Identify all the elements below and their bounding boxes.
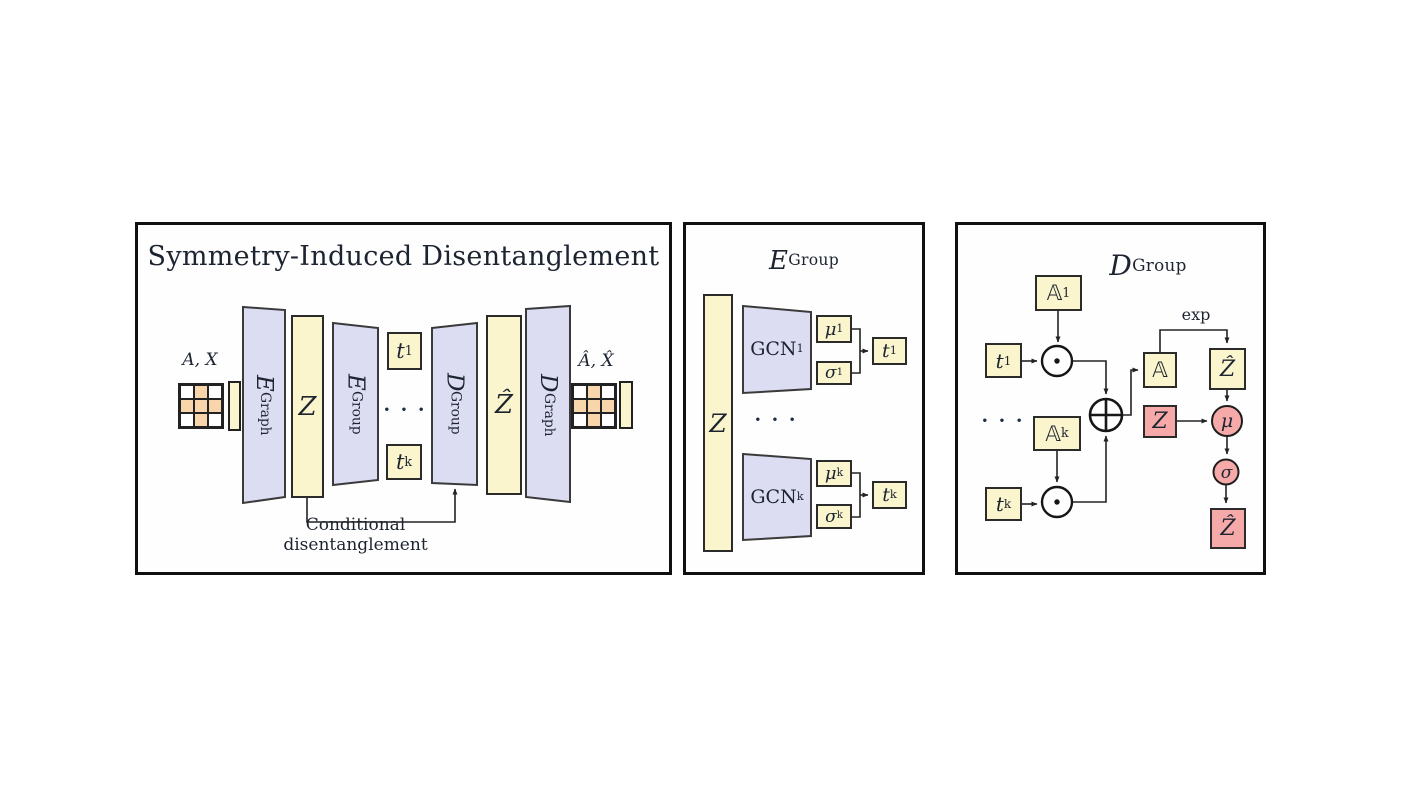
- odot1-to-oplus-arrow: [1072, 360, 1109, 395]
- grid-cell: [208, 385, 222, 399]
- odot2-center-dot: [1054, 499, 1060, 505]
- grid-cell: [587, 399, 601, 413]
- muk-sigmak-merge-line: [852, 472, 861, 518]
- sigma-node-circle: [1212, 458, 1240, 486]
- grid-cell: [573, 399, 587, 413]
- mu-node-label: μ: [1220, 410, 1234, 432]
- ellipsis-architecture: · · ·: [383, 399, 427, 421]
- decoder-z-box: Z: [1143, 405, 1177, 438]
- odot2-to-oplus-arrow: [1072, 435, 1109, 503]
- grid-cell: [208, 413, 222, 427]
- grid-cell: [194, 413, 208, 427]
- grid-cell: [180, 399, 194, 413]
- input-feature-bar: [228, 381, 241, 431]
- conditional-disentanglement-caption: Conditional disentanglement: [283, 515, 428, 555]
- grid-cell: [208, 399, 222, 413]
- gcnk-block-shape: [742, 452, 812, 542]
- architecture-drawing: [242, 304, 571, 523]
- decoder-zhat-top-box: Ẑ: [1209, 348, 1246, 390]
- conditional-disentanglement-arrow: [306, 488, 458, 523]
- decoder-drawing: [1022, 311, 1243, 519]
- panel-architecture-title: Symmetry-Induced Disentanglement: [147, 241, 660, 272]
- ellipsis-decoder: · · ·: [981, 410, 1025, 432]
- encoder-drawing: [742, 304, 869, 542]
- grid-cell: [573, 413, 587, 427]
- encoder-z-bar: Z: [703, 294, 733, 552]
- gcn1-block-shape: [742, 304, 812, 395]
- grid-cell: [180, 413, 194, 427]
- a-exp-to-zhat-arrow: [1159, 329, 1230, 352]
- input-adjacency-grid: [178, 383, 224, 429]
- output-adjacency-grid: [571, 383, 617, 429]
- grid-cell: [601, 413, 615, 427]
- grid-cell: [194, 399, 208, 413]
- grid-cell: [180, 385, 194, 399]
- input-label: A, X: [182, 350, 218, 370]
- odot1-center-dot: [1054, 358, 1060, 364]
- grid-cell: [587, 413, 601, 427]
- z-hat-bar: Ẑ: [486, 315, 522, 495]
- d-group-block-shape: [431, 321, 478, 487]
- a-merged-box: 𝔸: [1143, 352, 1177, 388]
- grid-cell: [601, 399, 615, 413]
- grid-cell: [601, 385, 615, 399]
- grid-cell: [587, 385, 601, 399]
- grid-cell: [194, 385, 208, 399]
- mu-node-circle: [1211, 405, 1243, 437]
- sigma-node-label: σ: [1220, 462, 1233, 483]
- mu1-sigma1-merge-line: [852, 328, 861, 374]
- e-graph-block-shape: [242, 305, 286, 505]
- oplus-operator: [1088, 397, 1124, 433]
- oplus-to-a-arrow: [1122, 367, 1139, 416]
- e-group-block-shape: [332, 321, 379, 487]
- d-graph-block-shape: [525, 304, 571, 504]
- z-latent-bar: Z: [291, 315, 324, 498]
- grid-cell: [573, 385, 587, 399]
- output-feature-bar: [619, 381, 633, 429]
- decoder-zhat-out-box: Ẑ: [1210, 508, 1246, 549]
- output-label: Â, X̂: [578, 351, 614, 371]
- ellipsis-encoder: · · ·: [754, 409, 798, 431]
- exp-label: exp: [1181, 304, 1211, 324]
